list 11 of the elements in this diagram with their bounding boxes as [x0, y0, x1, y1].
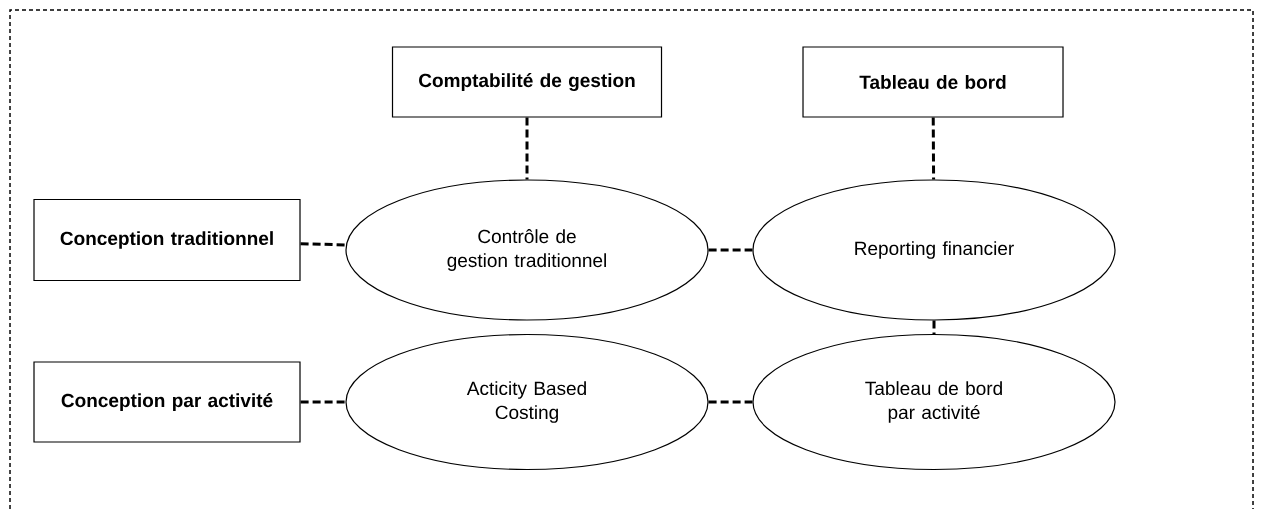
concept-box: Conception par activité [33, 361, 301, 443]
connector-line [525, 117, 529, 180]
concept-box: Conception traditionnel [33, 198, 301, 282]
connector-line [300, 242, 346, 247]
connector-line [300, 400, 346, 404]
concept-box: Tableau de bord [802, 46, 1064, 118]
connector-line [708, 400, 753, 404]
connector-line [708, 248, 753, 252]
connector-line [931, 117, 936, 180]
concept-box: Comptabilité de gestion [391, 46, 663, 118]
connector-line [932, 320, 936, 334]
